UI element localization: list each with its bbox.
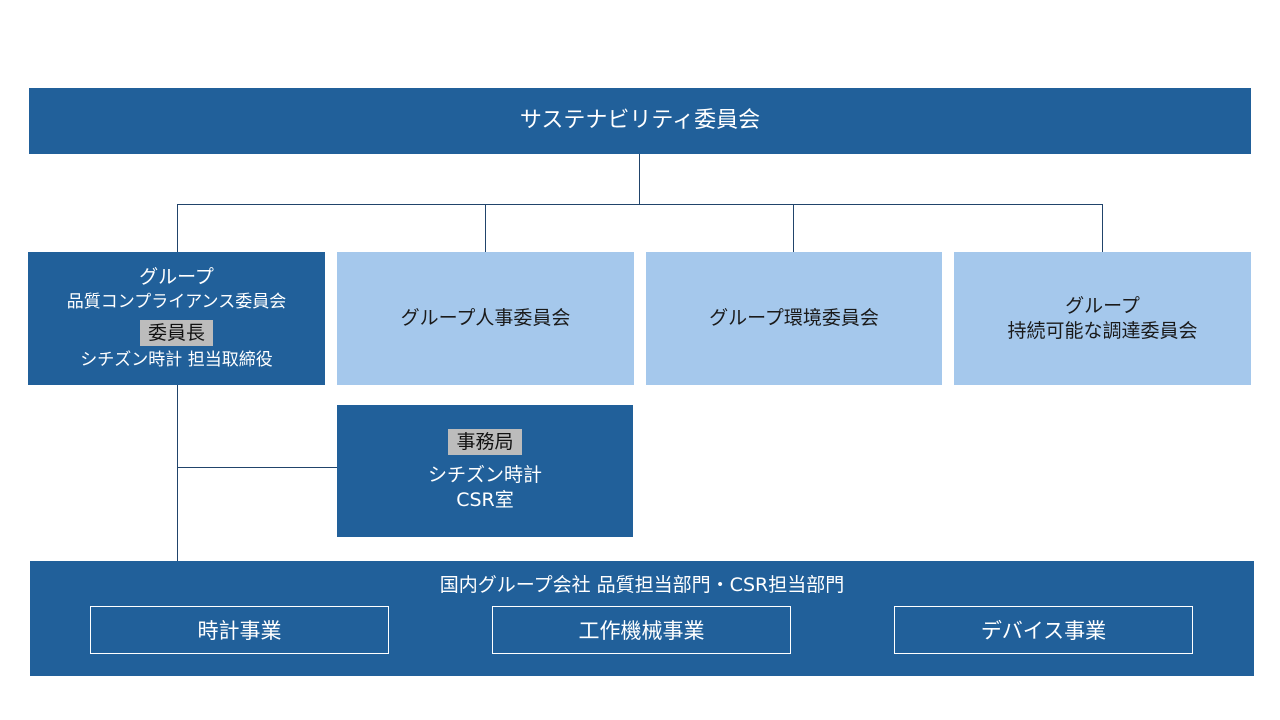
unit-watch-label: 時計事業 (197, 619, 282, 643)
connector-to-env (793, 204, 794, 252)
unit-machine-tool-label: 工作機械事業 (578, 619, 705, 643)
unit-machine-tool: 工作機械事業 (492, 606, 791, 654)
connector-to-hr (485, 204, 486, 252)
environment-committee-box: グループ環境委員会 (646, 252, 942, 385)
connector-to-quality (177, 204, 178, 252)
procurement-committee-box: グループ 持続可能な調達委員会 (954, 252, 1251, 385)
group-companies-title: 国内グループ会社 品質担当部門・CSR担当部門 (439, 574, 845, 596)
unit-watch: 時計事業 (90, 606, 389, 654)
procurement-committee-line2: 持続可能な調達委員会 (1007, 319, 1198, 342)
connector-quality-down (177, 385, 178, 561)
unit-device-label: デバイス事業 (980, 619, 1107, 643)
quality-committee-line2: 品質コンプライアンス委員会 (66, 292, 287, 312)
chair-label: シチズン時計 担当取締役 (80, 350, 273, 370)
quality-compliance-committee-box: グループ 品質コンプライアンス委員会 委員長 シチズン時計 担当取締役 (28, 252, 325, 385)
sustainability-committee-box: サステナビリティ委員会 (29, 88, 1251, 154)
environment-committee-label: グループ環境委員会 (709, 307, 879, 329)
connector-horizontal (177, 204, 1103, 205)
unit-device: デバイス事業 (894, 606, 1193, 654)
chair-badge: 委員長 (139, 320, 213, 346)
connector-top-down (639, 154, 640, 205)
secretariat-box: 事務局 シチズン時計 CSR室 (337, 405, 633, 537)
procurement-committee-line1: グループ (1065, 294, 1140, 317)
secretariat-badge: 事務局 (448, 429, 522, 455)
group-companies-box: 国内グループ会社 品質担当部門・CSR担当部門 (30, 561, 1254, 676)
secretariat-line2: CSR室 (456, 489, 514, 511)
secretariat-line1: シチズン時計 (427, 464, 542, 486)
connector-to-secretariat (177, 467, 338, 468)
hr-committee-box: グループ人事委員会 (337, 252, 634, 385)
sustainability-committee-label: サステナビリティ委員会 (519, 108, 761, 133)
hr-committee-label: グループ人事委員会 (400, 307, 571, 329)
quality-committee-line1: グループ (139, 266, 214, 288)
connector-to-procurement (1102, 204, 1103, 252)
